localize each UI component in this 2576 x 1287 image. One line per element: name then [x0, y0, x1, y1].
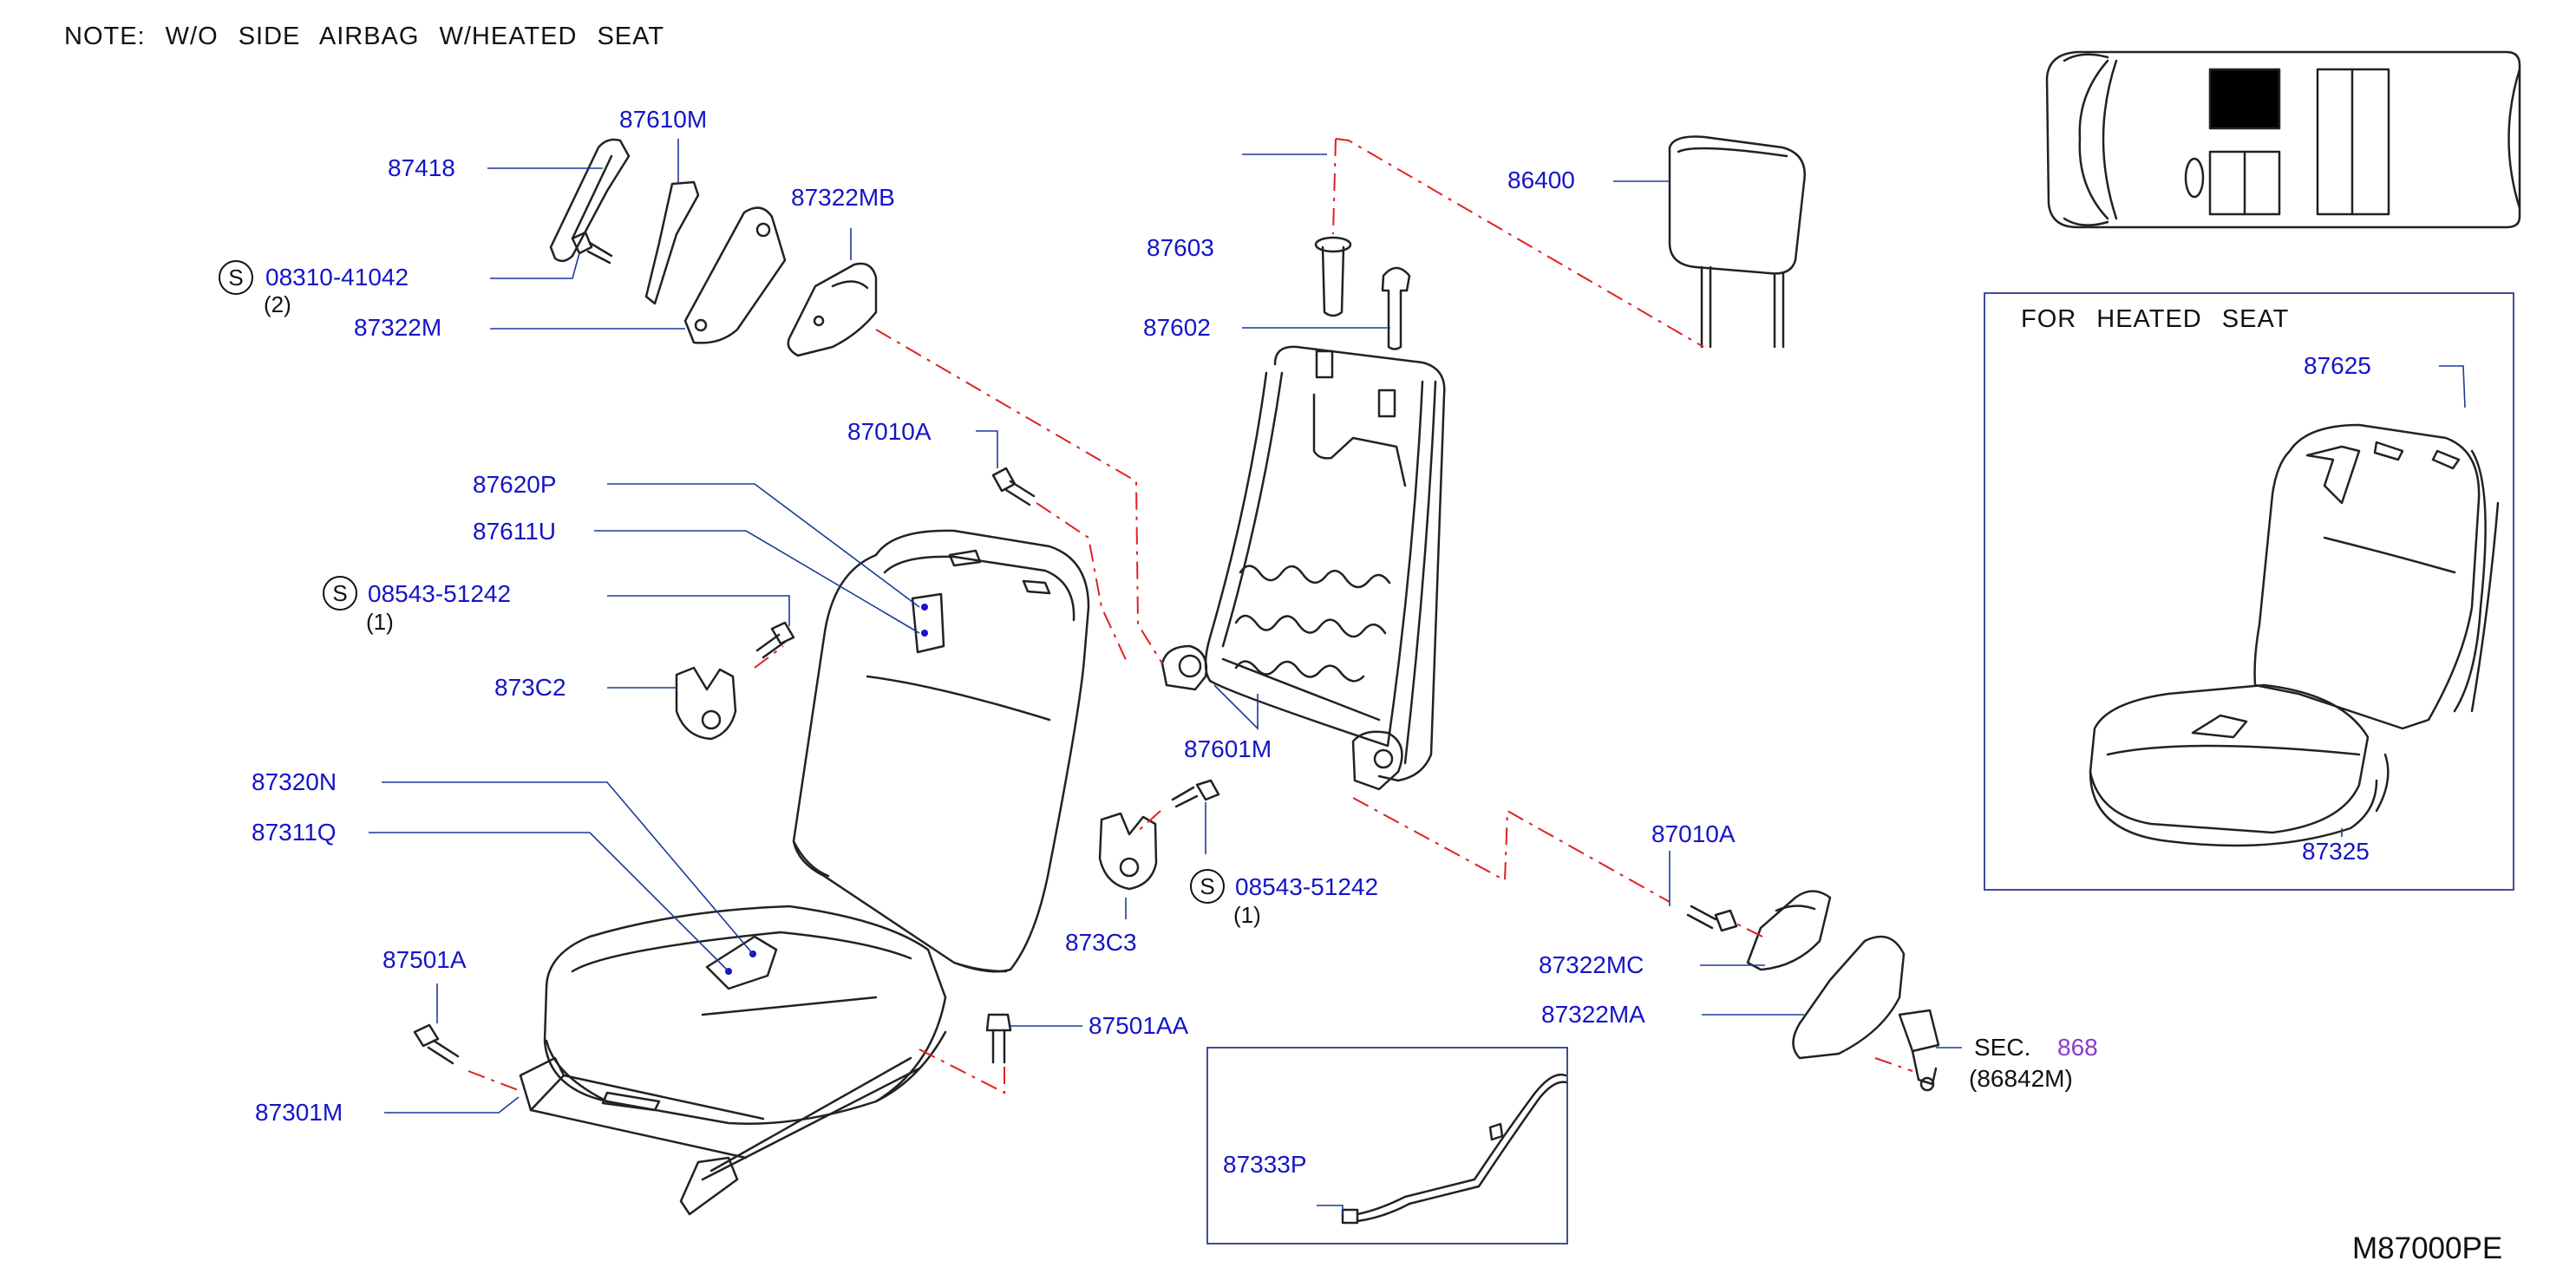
bolt-08543-51242-bottom[interactable]	[1171, 779, 1220, 808]
part-label-873C3[interactable]: 873C3	[1065, 929, 1137, 956]
seat-back-heater-87611U[interactable]	[911, 592, 945, 654]
part-label-87320N[interactable]: 87320N	[252, 768, 337, 795]
part-label-08310-41042[interactable]: 08310-41042	[265, 264, 409, 291]
finisher-87418[interactable]	[549, 138, 631, 263]
standard-part-symbol: S	[219, 260, 253, 295]
part-label-87610M[interactable]: 87610M	[619, 106, 708, 133]
finisher-87322MB[interactable]	[787, 262, 878, 357]
part-label-87325[interactable]: 87325	[2302, 838, 2370, 865]
heated-seat-cushion-87325[interactable]	[2089, 423, 2500, 847]
leader-lines	[369, 139, 2466, 1214]
part-label-87620P[interactable]: 87620P	[473, 471, 557, 498]
bolt-08543-51242-top[interactable]	[755, 621, 795, 659]
part-label-87418[interactable]: 87418	[388, 154, 455, 181]
finisher-87610M[interactable]	[644, 180, 700, 305]
part-label-87501AA[interactable]: 87501AA	[1089, 1012, 1189, 1039]
seat-adjuster-87301M[interactable]	[519, 1056, 921, 1216]
harness-inset-box	[1206, 1047, 1568, 1245]
part-label-86400[interactable]: 86400	[1507, 167, 1575, 193]
wire-harness-87333P[interactable]	[1341, 1073, 1568, 1225]
part-label-87010A-top[interactable]: 87010A	[847, 418, 932, 445]
seat-cushion-trim-87320N[interactable]	[543, 905, 947, 1125]
vehicle-top-view-thumbnail	[2045, 50, 2521, 229]
part-label-87602[interactable]: 87602	[1143, 314, 1211, 341]
note-text: NOTE: W/O SIDE AIRBAG W/HEATED SEAT	[64, 23, 665, 50]
part-label-87625[interactable]: 87625	[2304, 352, 2371, 379]
part-label-87322MC[interactable]: 87322MC	[1539, 951, 1644, 978]
diagram-code: M87000PE	[2352, 1231, 2503, 1265]
seat-belt-buckle-86842M[interactable]	[1898, 1009, 1940, 1092]
part-label-87010A-right[interactable]: 87010A	[1651, 820, 1736, 847]
part-label-08543-51242-top[interactable]: 08543-51242	[368, 580, 512, 607]
part-label-87311Q[interactable]: 87311Q	[252, 819, 337, 846]
quantity-08310-41042: (2)	[264, 291, 291, 317]
heated-seat-box-title: FOR HEATED SEAT	[2021, 305, 2290, 333]
seat-cushion-heater-87311Q[interactable]	[705, 935, 778, 990]
cover-873C3[interactable]	[1098, 812, 1158, 891]
part-label-87322M[interactable]: 87322M	[354, 314, 442, 341]
bolt-87501A[interactable]	[413, 1023, 460, 1065]
assembly-dash-lines	[467, 138, 1913, 1094]
part-label-87601M[interactable]: 87601M	[1184, 735, 1272, 762]
part-label-87333P[interactable]: 87333P	[1223, 1151, 1307, 1178]
part-label-87322MA[interactable]: 87322MA	[1541, 1001, 1645, 1028]
standard-part-symbol: S	[323, 576, 357, 611]
part-label-87322MB[interactable]: 87322MB	[791, 184, 895, 211]
heated-seat-inset-box	[1984, 292, 2514, 891]
part-label-87603[interactable]: 87603	[1147, 234, 1214, 261]
bolt-87501AA[interactable]	[985, 1013, 1012, 1064]
quantity-08543-51242-bottom: (1)	[1233, 902, 1261, 928]
section-link-868[interactable]: 868	[2057, 1034, 2098, 1061]
part-label-87301M[interactable]: 87301M	[255, 1099, 343, 1126]
headrest-guide-87602[interactable]	[1381, 266, 1411, 350]
bolt-87010A-right[interactable]	[1686, 905, 1738, 932]
standard-part-symbol: S	[1190, 869, 1225, 904]
quantity-08543-51242-top: (1)	[366, 609, 394, 635]
seat-back-frame-87601M[interactable]	[1161, 345, 1446, 791]
seat-back-trim-87620P[interactable]	[792, 529, 1090, 973]
cover-873C2[interactable]	[675, 666, 737, 741]
bolt-08310-41042[interactable]	[571, 231, 613, 265]
headrest-86400[interactable]	[1668, 135, 1806, 349]
finisher-87322MC[interactable]	[1746, 890, 1832, 971]
headrest-guide-87603[interactable]	[1314, 236, 1352, 317]
section-reference-86842M: (86842M)	[1969, 1065, 2073, 1092]
finisher-87322M[interactable]	[683, 206, 787, 344]
part-label-87611U[interactable]: 87611U	[473, 518, 557, 545]
part-label-873C2[interactable]: 873C2	[494, 674, 566, 701]
bolt-87010A-top[interactable]	[991, 467, 1036, 506]
part-label-08543-51242-bottom[interactable]: 08543-51242	[1235, 873, 1379, 900]
section-label: SEC.	[1974, 1034, 2031, 1061]
finisher-87322MA[interactable]	[1792, 935, 1906, 1060]
part-label-87501A[interactable]: 87501A	[382, 946, 467, 973]
